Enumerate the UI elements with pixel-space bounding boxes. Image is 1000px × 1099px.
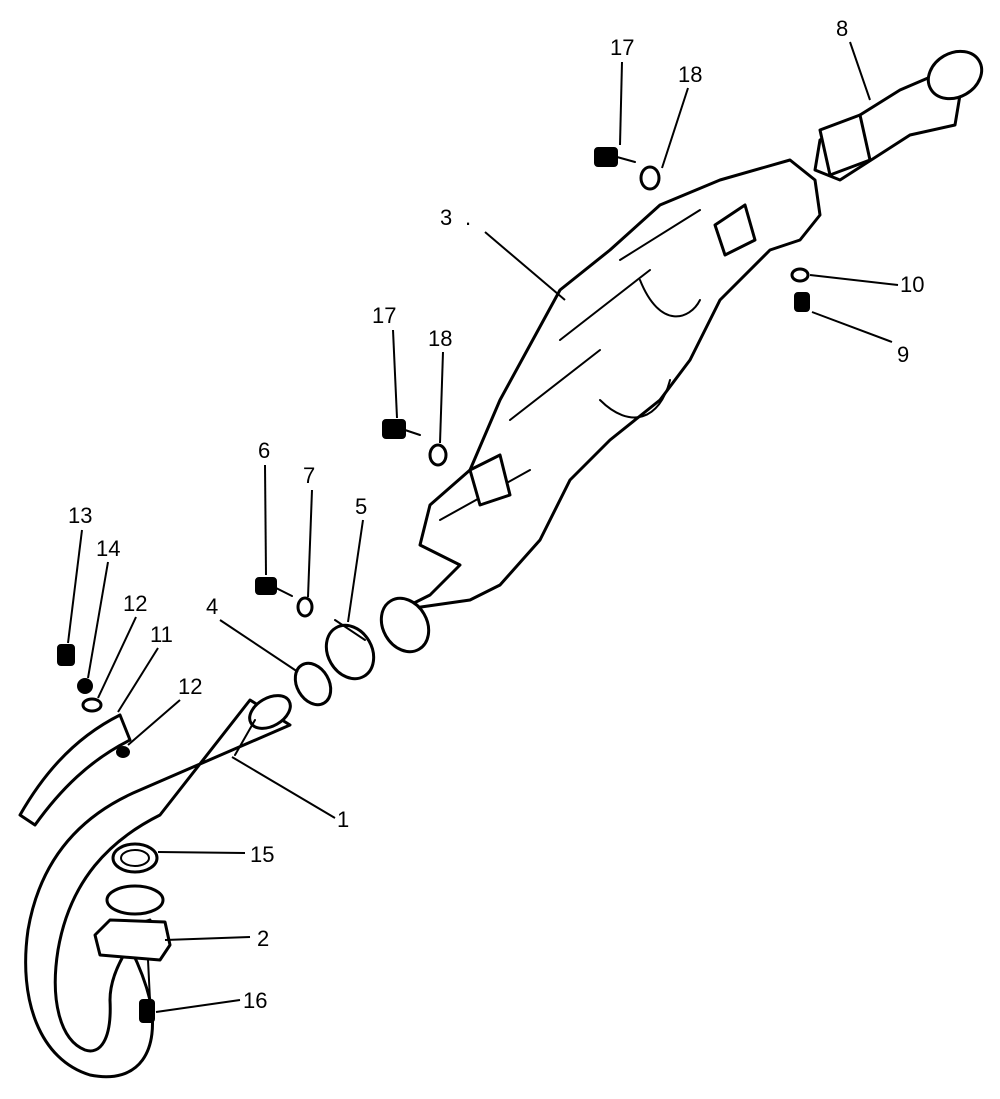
washer-12a: [81, 697, 103, 713]
exhaust-pipe: [24, 694, 292, 1079]
bolt-16: [139, 999, 155, 1023]
bolt-6: [255, 577, 293, 597]
washer-12b: [116, 746, 130, 758]
tailpipe-part: [813, 49, 984, 182]
gasket-part: [293, 661, 333, 707]
callout-12-upper: 12: [123, 591, 147, 616]
bolt-17-lower: [382, 419, 421, 439]
gasket-15: [111, 842, 159, 874]
callout-18-lower: 18: [428, 326, 452, 351]
callout-14: 14: [96, 536, 120, 561]
washer-10: [790, 267, 810, 283]
callout-8: 8: [836, 16, 848, 41]
callout-11: 11: [150, 622, 173, 647]
callout-3: 3: [440, 205, 452, 230]
callout-13: 13: [68, 503, 92, 528]
leader-lines: [67, 41, 899, 1013]
callout-7: 7: [303, 463, 315, 488]
bolt-13: [57, 644, 75, 666]
muffler-body: [379, 158, 822, 654]
callout-16: 16: [243, 988, 267, 1013]
callout-10: 10: [900, 272, 924, 297]
callout-17-upper: 17: [610, 35, 634, 60]
nut-14: [77, 678, 93, 694]
callout-1: 1: [337, 807, 349, 832]
callout-labels: 17 18 8 3 . 10 9 17 18 6 7 5 4 13 14 12 …: [68, 16, 924, 1013]
callout-17-lower: 17: [372, 303, 396, 328]
callout-5: 5: [355, 494, 367, 519]
callout-15: 15: [250, 842, 274, 867]
callout-6: 6: [258, 438, 270, 463]
bolt-9: [794, 292, 810, 312]
callout-9: 9: [897, 342, 909, 367]
washer-18-lower: [428, 443, 448, 467]
washer-7: [296, 596, 314, 618]
clamp-part: [324, 619, 376, 681]
washer-18-upper: [639, 165, 661, 191]
callout-12-lower: 12: [178, 674, 202, 699]
callout-4: 4: [206, 594, 218, 619]
bolt-17-upper: [594, 147, 636, 167]
callout-3-dot: .: [465, 205, 471, 230]
callout-2: 2: [257, 926, 269, 951]
callout-18-upper: 18: [678, 62, 702, 87]
bracket-part: [18, 713, 132, 827]
